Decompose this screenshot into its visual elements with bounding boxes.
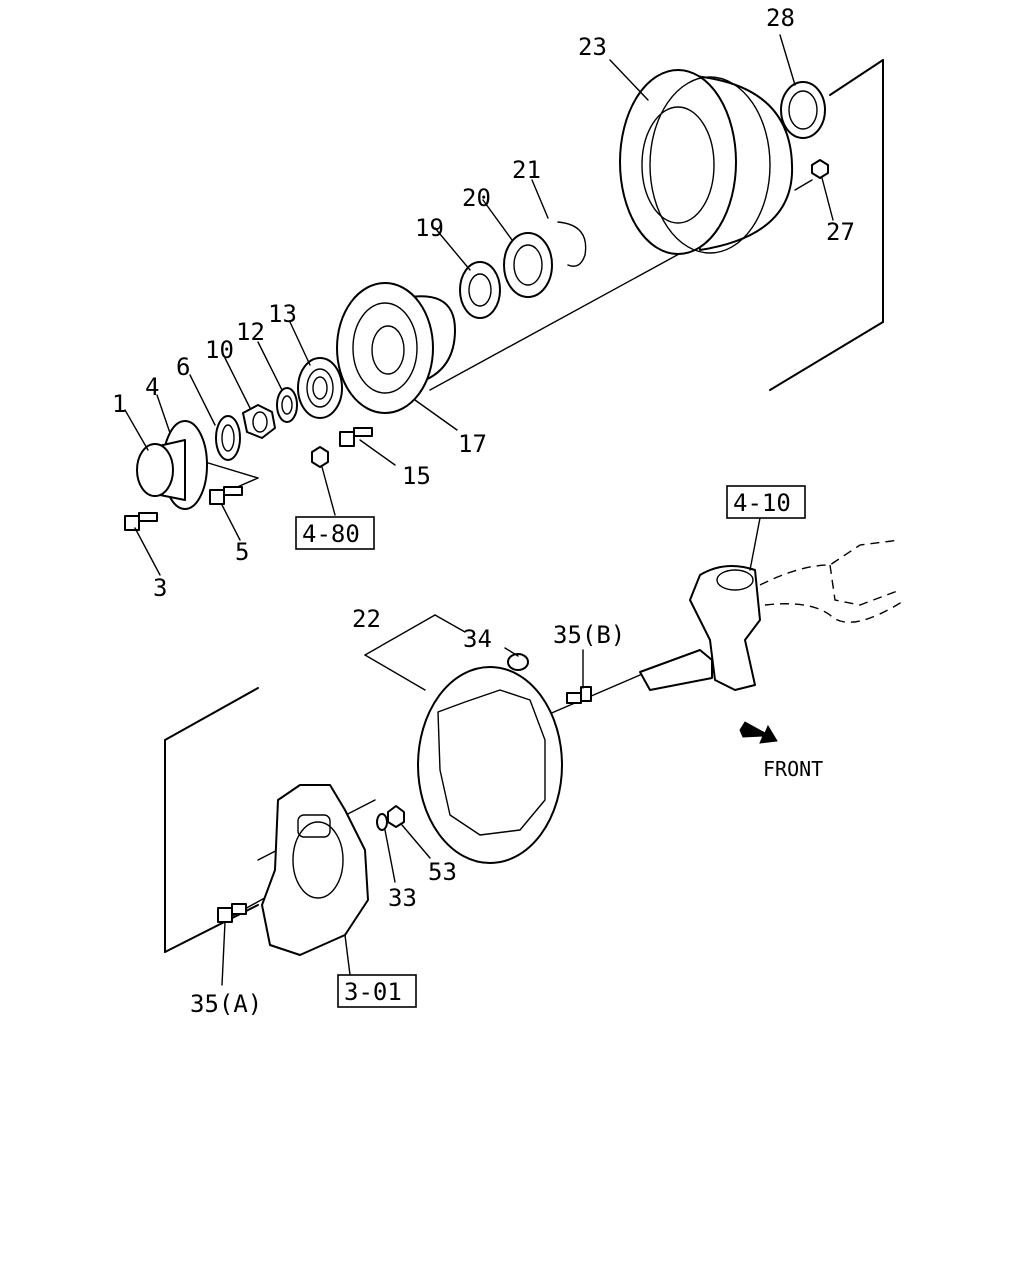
backing-plate-part-22	[417, 666, 563, 864]
label-13: 13	[268, 300, 297, 328]
label-27: 27	[826, 218, 855, 246]
hub-cap-part-1	[136, 420, 208, 510]
nut-part-27	[811, 159, 829, 179]
seal-part-6	[215, 415, 241, 461]
bolt-part-5	[209, 486, 243, 505]
front-label: FRONT	[763, 757, 823, 781]
bolt-part-35b	[566, 686, 592, 704]
ref-label-4-80: 4-80	[302, 520, 360, 548]
label-28: 28	[766, 4, 795, 32]
washer-part-33	[376, 813, 388, 831]
upper-leader-lines	[124, 34, 834, 576]
label-10: 10	[205, 336, 234, 364]
label-19: 19	[415, 214, 444, 242]
label-17: 17	[458, 430, 487, 458]
label-20: 20	[462, 184, 491, 212]
seal-part-28	[780, 81, 826, 139]
label-21: 21	[512, 156, 541, 184]
label-1: 1	[112, 390, 126, 418]
anchor-plate-ref-3-01	[261, 784, 369, 956]
knuckle-ref-4-10	[639, 539, 906, 691]
label-12: 12	[236, 318, 265, 346]
part-callouts: 1 4 6 10 12 13 19 20 21 23 28 27 17 15 5…	[112, 4, 855, 1018]
ref-box-4-80: 4-80	[295, 516, 375, 550]
label-22: 22	[352, 605, 381, 633]
label-6: 6	[176, 353, 190, 381]
label-53: 53	[428, 858, 457, 886]
washer-part-12	[276, 387, 298, 423]
plug-part-34	[507, 653, 529, 671]
snap-ring-part-21	[557, 221, 587, 267]
ref-box-3-01: 3-01	[337, 974, 417, 1008]
bolt-part-3	[124, 512, 158, 531]
label-35a: 35(A)	[190, 990, 262, 1018]
stud-part-15	[339, 427, 373, 447]
hub-part-17	[336, 282, 456, 414]
bolt-part-35a	[217, 903, 247, 923]
ref-box-4-10: 4-10	[726, 485, 806, 519]
oil-seal-part-20	[503, 232, 553, 298]
nut-ref-4-80	[311, 446, 329, 468]
nut-part-10	[242, 404, 276, 439]
bearing-part-19	[459, 261, 501, 319]
label-4: 4	[145, 373, 159, 401]
ref-label-3-01: 3-01	[344, 978, 402, 1006]
ref-label-4-10: 4-10	[733, 489, 791, 517]
label-15: 15	[402, 462, 431, 490]
lower-leader-lines	[221, 517, 761, 986]
label-35b: 35(B)	[553, 621, 625, 649]
label-5: 5	[235, 538, 249, 566]
label-34: 34	[463, 625, 492, 653]
brake-drum-part-23	[619, 69, 794, 255]
upper-bracket-lines	[204, 59, 884, 489]
nut-part-53	[387, 805, 405, 828]
label-3: 3	[153, 574, 167, 602]
label-33: 33	[388, 884, 417, 912]
bearing-part-13	[297, 357, 343, 419]
label-23: 23	[578, 33, 607, 61]
front-arrow-icon	[739, 721, 778, 744]
